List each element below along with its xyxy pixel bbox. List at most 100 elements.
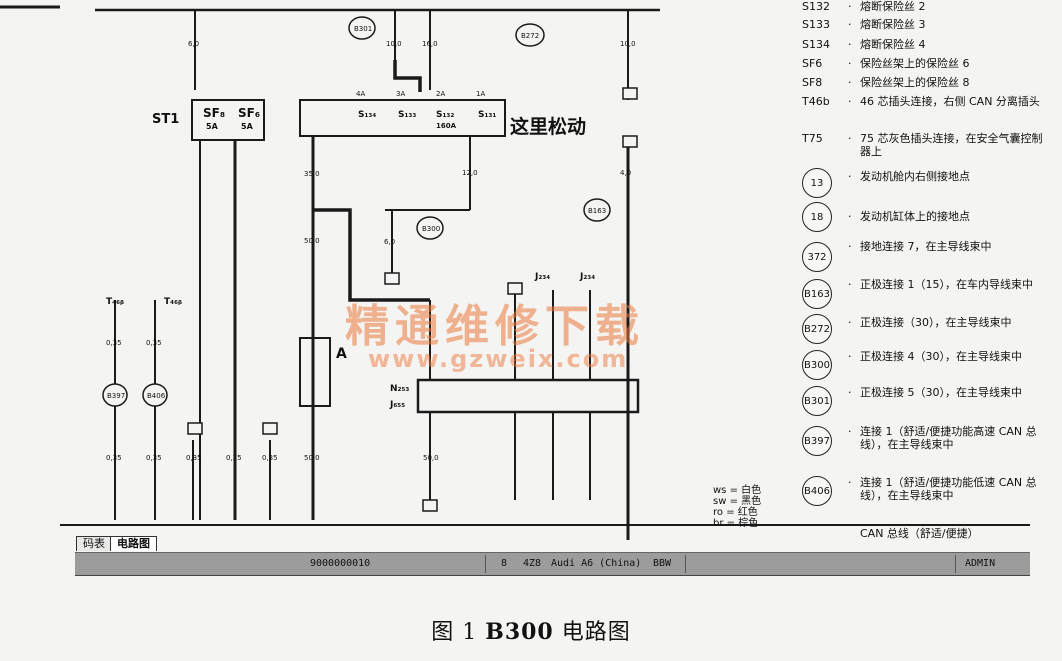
legend-code: T75: [802, 132, 823, 145]
wire-value: 50,0: [304, 454, 320, 462]
wire-value: 16,0: [422, 40, 438, 48]
circle-b300: B300: [422, 225, 440, 233]
wire-value: 0,35: [226, 454, 242, 462]
legend-desc: 连接 1（舒适/便捷功能低速 CAN 总线），在主导线束中: [860, 476, 1037, 502]
legend-code: T46b: [802, 95, 830, 108]
fuse-sf8: SF₈: [203, 106, 226, 120]
legend-desc: 接地连接 7，在主导线束中: [860, 240, 992, 253]
legend-tail: CAN 总线（舒适/便捷）: [860, 527, 979, 540]
wire-value: 10,0: [386, 40, 402, 48]
watermark-title: 精通维修下载: [345, 301, 645, 352]
status-doc-id: 9000000010: [310, 558, 371, 569]
legend-circle: 18: [802, 202, 832, 232]
status-user: ADMIN: [965, 558, 996, 569]
status-vehicle: Audi A6 (China): [551, 558, 642, 569]
wire-value: 0,35: [106, 454, 122, 462]
st1-label: ST1: [152, 112, 180, 127]
legend-code: S133: [802, 18, 830, 31]
module-j234-a: J₂₃₄: [534, 272, 550, 282]
caption-prefix: 图 1: [431, 620, 486, 645]
legend-circle: B301: [802, 386, 832, 416]
caption-code: B300: [485, 619, 554, 645]
fuse-s133: S₁₃₃: [398, 110, 416, 120]
status-engine: BBW: [653, 558, 672, 569]
watermark-url: www.gzweix.com: [368, 345, 629, 373]
wire-value: 0,35: [186, 454, 202, 462]
module-j234-b: J₂₃₄: [579, 272, 595, 282]
wire-value: 6,0: [188, 40, 199, 48]
fuse-sf6: SF₆: [238, 106, 261, 120]
legend-desc: 75 芯灰色插头连接，在安全气囊控制器上: [860, 132, 1043, 158]
wire-value: 50,0: [423, 454, 439, 462]
caption-suffix: 电路图: [553, 620, 631, 645]
fuse-s131: S₁₃₁: [478, 110, 496, 120]
wire-color-item: sw = 黑色: [713, 496, 762, 507]
status-bar: 9000000010 8 4Z8 Audi A6 (China) BBW ADM…: [75, 552, 1030, 576]
fuse-sf6-rating: 5A: [241, 122, 253, 131]
wire-value: 0,35: [262, 454, 278, 462]
legend-circle: B406: [802, 476, 832, 506]
legend-code: SF6: [802, 57, 823, 70]
legend-desc: 发动机舱内右侧接地点: [860, 170, 970, 183]
legend-code: S134: [802, 38, 830, 51]
wire-value: 4,0: [620, 169, 631, 177]
battery-label: A: [336, 346, 347, 362]
circle-b272: B272: [521, 32, 539, 40]
legend-circle: 13: [802, 168, 832, 198]
legend-desc: 46 芯插头连接，右侧 CAN 分离插头: [860, 95, 1040, 108]
module-n253: N₂₅₃: [390, 384, 409, 394]
legend-circle: 372: [802, 242, 832, 272]
legend-desc: 熔断保险丝 4: [860, 38, 926, 51]
legend-desc: 熔断保险丝 2: [860, 0, 926, 13]
legend-circle: B163: [802, 279, 832, 309]
fuse-pin: 2A: [436, 90, 445, 98]
wire-value: 6,0: [384, 238, 395, 246]
legend-desc: 保险丝架上的保险丝 8: [860, 76, 970, 89]
fuse-size: 160A: [436, 122, 457, 130]
fuse-pin: 3A: [396, 90, 405, 98]
legend-desc: 熔断保险丝 3: [860, 18, 926, 31]
legend-code: SF8: [802, 76, 823, 89]
circle-b397: B397: [107, 392, 125, 400]
wire-value: 12,0: [462, 169, 478, 177]
tab-circuit-diagram[interactable]: 电路图: [110, 536, 157, 551]
wire-value: 50,0: [304, 237, 320, 245]
legend-desc: 正极连接（30），在主导线束中: [860, 316, 1012, 329]
legend-code: S132: [802, 0, 830, 13]
wire-color-legend: ws = 白色 sw = 黑色 ro = 红色 br = 棕色: [713, 485, 761, 529]
wire-color-item: ro = 红色: [713, 507, 758, 518]
fuse-sf8-rating: 5A: [206, 122, 218, 131]
loose-annotation: 这里松动: [510, 116, 587, 138]
legend-desc: 连接 1（舒适/便捷功能高速 CAN 总线），在主导线束中: [860, 425, 1037, 451]
fuse-s132: S₁₃₂: [436, 110, 454, 120]
component-legend: S132· 熔断保险丝 2 S133· 熔断保险丝 3 S134· 熔断保险丝 …: [798, 0, 1062, 540]
module-j655: J₆₅₅: [389, 400, 405, 410]
wire-value: 10,0: [620, 40, 636, 48]
tab-code-table[interactable]: 码表: [76, 536, 112, 551]
circle-b301: B301: [354, 25, 372, 33]
status-page: 8: [501, 558, 508, 569]
legend-desc: 发动机缸体上的接地点: [860, 210, 970, 223]
status-code: 4Z8: [523, 558, 542, 569]
connector-t46b-a: T₄₆ᵦ: [106, 297, 124, 307]
wire-value: 0,35: [146, 339, 162, 347]
circle-b163: B163: [588, 207, 606, 215]
figure-caption: 图 1 B300 电路图: [0, 614, 1062, 646]
wire-value: 0,35: [106, 339, 122, 347]
legend-circle: B272: [802, 314, 832, 344]
legend-desc: 正极连接 4（30），在主导线束中: [860, 350, 1022, 363]
wire-value: 0,35: [146, 454, 162, 462]
legend-desc: 正极连接 1（15），在车内导线束中: [860, 278, 1033, 291]
legend-desc: 正极连接 5（30），在主导线束中: [860, 386, 1022, 399]
fuse-pin: 1A: [476, 90, 485, 98]
legend-circle: B397: [802, 426, 832, 456]
wire-color-item: br = 棕色: [713, 518, 759, 529]
legend-desc: 保险丝架上的保险丝 6: [860, 57, 970, 70]
legend-circle: B300: [802, 350, 832, 380]
wire-color-item: ws = 白色: [713, 485, 762, 496]
fuse-s134: S₁₃₄: [358, 110, 376, 120]
fuse-pin: 4A: [356, 90, 365, 98]
connector-t46b-b: T₄₆ᵦ: [164, 297, 182, 307]
wire-value: 35,0: [304, 170, 320, 178]
